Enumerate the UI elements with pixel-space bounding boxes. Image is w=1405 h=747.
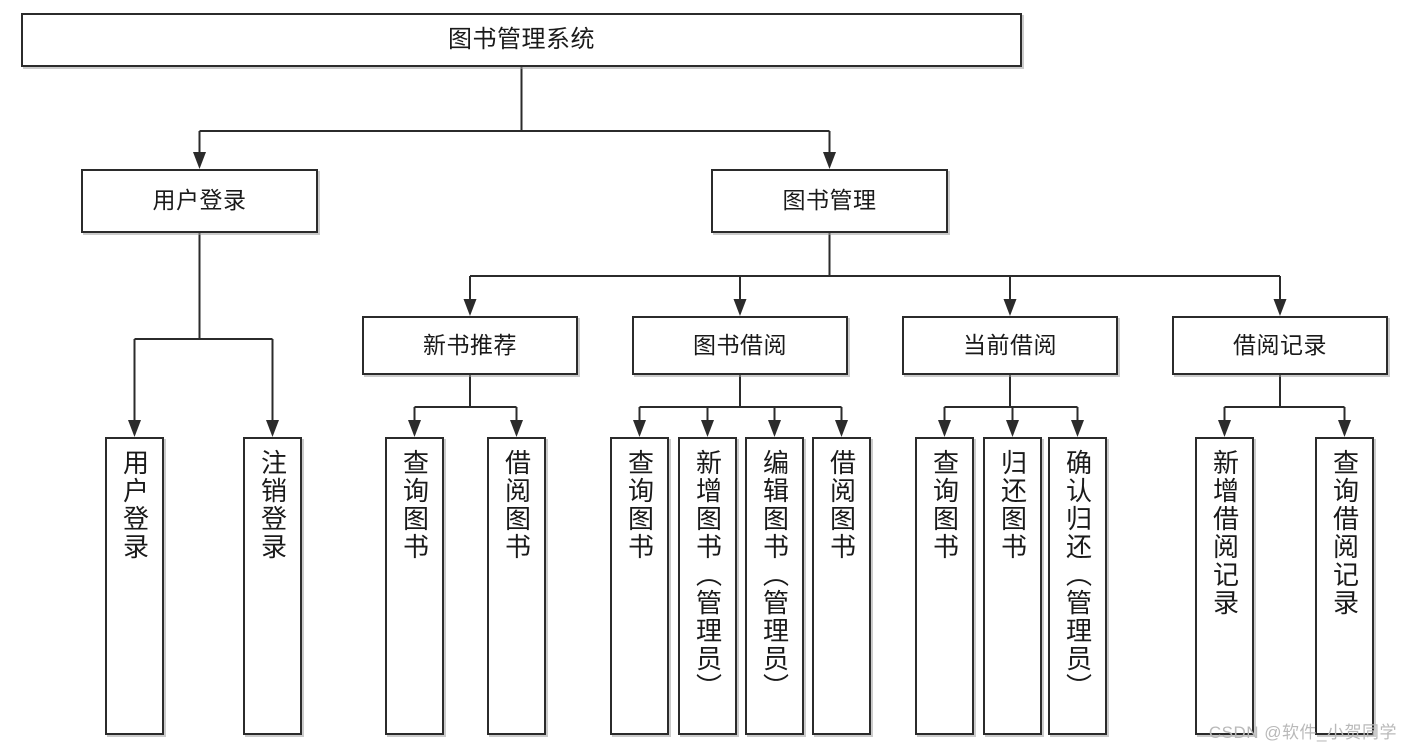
connector-arrowhead	[768, 420, 781, 437]
connector-arrowhead	[835, 420, 848, 437]
connector-arrowhead	[128, 420, 141, 437]
node-label: 用户登录	[119, 449, 150, 561]
node-label: 新书推荐	[423, 331, 517, 358]
node-current-borrow[interactable]: 当前借阅	[902, 316, 1118, 375]
node-leaf-query-book-1[interactable]: 查询图书	[385, 437, 444, 735]
connector-arrowhead	[266, 420, 279, 437]
connector-arrowhead	[463, 299, 477, 316]
connector-arrowhead	[1006, 420, 1019, 437]
node-leaf-borrow-book-1[interactable]: 借阅图书	[487, 437, 546, 735]
node-book-manage[interactable]: 图书管理	[711, 169, 948, 233]
node-label: 当前借阅	[963, 331, 1057, 358]
connector-arrowhead	[733, 299, 747, 316]
node-label: 查询图书	[929, 449, 960, 561]
node-label: 归还图书	[997, 449, 1028, 561]
node-label: 确认归还（管理员）	[1062, 449, 1093, 701]
connector-arrowhead	[510, 420, 523, 437]
node-label: 图书管理系统	[448, 25, 595, 53]
node-leaf-query-book-3[interactable]: 查询图书	[915, 437, 974, 735]
node-label: 注销登录	[257, 449, 288, 561]
node-label: 借阅记录	[1233, 331, 1327, 358]
node-leaf-add-record[interactable]: 新增借阅记录	[1195, 437, 1254, 735]
connector-arrowhead	[1273, 299, 1287, 316]
connector-arrowhead	[938, 420, 951, 437]
connector-arrowhead	[408, 420, 421, 437]
node-borrow-record[interactable]: 借阅记录	[1172, 316, 1388, 375]
connector-arrowhead	[1218, 420, 1231, 437]
node-label: 查询图书	[399, 449, 430, 561]
node-label: 编辑图书（管理员）	[759, 449, 790, 701]
node-label: 查询图书	[624, 449, 655, 561]
node-root[interactable]: 图书管理系统	[21, 13, 1022, 67]
node-leaf-confirm-return[interactable]: 确认归还（管理员）	[1048, 437, 1107, 735]
connector-arrowhead	[193, 152, 206, 169]
node-label: 借阅图书	[826, 449, 857, 561]
node-label: 查询借阅记录	[1329, 449, 1360, 617]
node-leaf-edit-book[interactable]: 编辑图书（管理员）	[745, 437, 804, 735]
node-leaf-query-book-2[interactable]: 查询图书	[610, 437, 669, 735]
node-new-book-rec[interactable]: 新书推荐	[362, 316, 578, 375]
connector-arrowhead	[1071, 420, 1084, 437]
node-user-login[interactable]: 用户登录	[81, 169, 318, 233]
node-leaf-borrow-book-2[interactable]: 借阅图书	[812, 437, 871, 735]
connector-arrowhead	[633, 420, 646, 437]
connector-arrowhead	[1003, 299, 1017, 316]
node-label: 图书借阅	[693, 331, 787, 358]
node-label: 用户登录	[152, 187, 247, 214]
node-leaf-query-record[interactable]: 查询借阅记录	[1315, 437, 1374, 735]
node-leaf-return-book[interactable]: 归还图书	[983, 437, 1042, 735]
node-leaf-logout[interactable]: 注销登录	[243, 437, 302, 735]
node-book-borrow[interactable]: 图书借阅	[632, 316, 848, 375]
connector-arrowhead	[701, 420, 714, 437]
node-leaf-add-book[interactable]: 新增图书（管理员）	[678, 437, 737, 735]
node-leaf-user-login[interactable]: 用户登录	[105, 437, 164, 735]
node-label: 借阅图书	[501, 449, 532, 561]
node-label: 图书管理	[782, 187, 877, 214]
connector-arrowhead	[1338, 420, 1351, 437]
node-label: 新增借阅记录	[1209, 449, 1240, 617]
connector-arrowhead	[823, 152, 836, 169]
node-label: 新增图书（管理员）	[692, 449, 723, 701]
